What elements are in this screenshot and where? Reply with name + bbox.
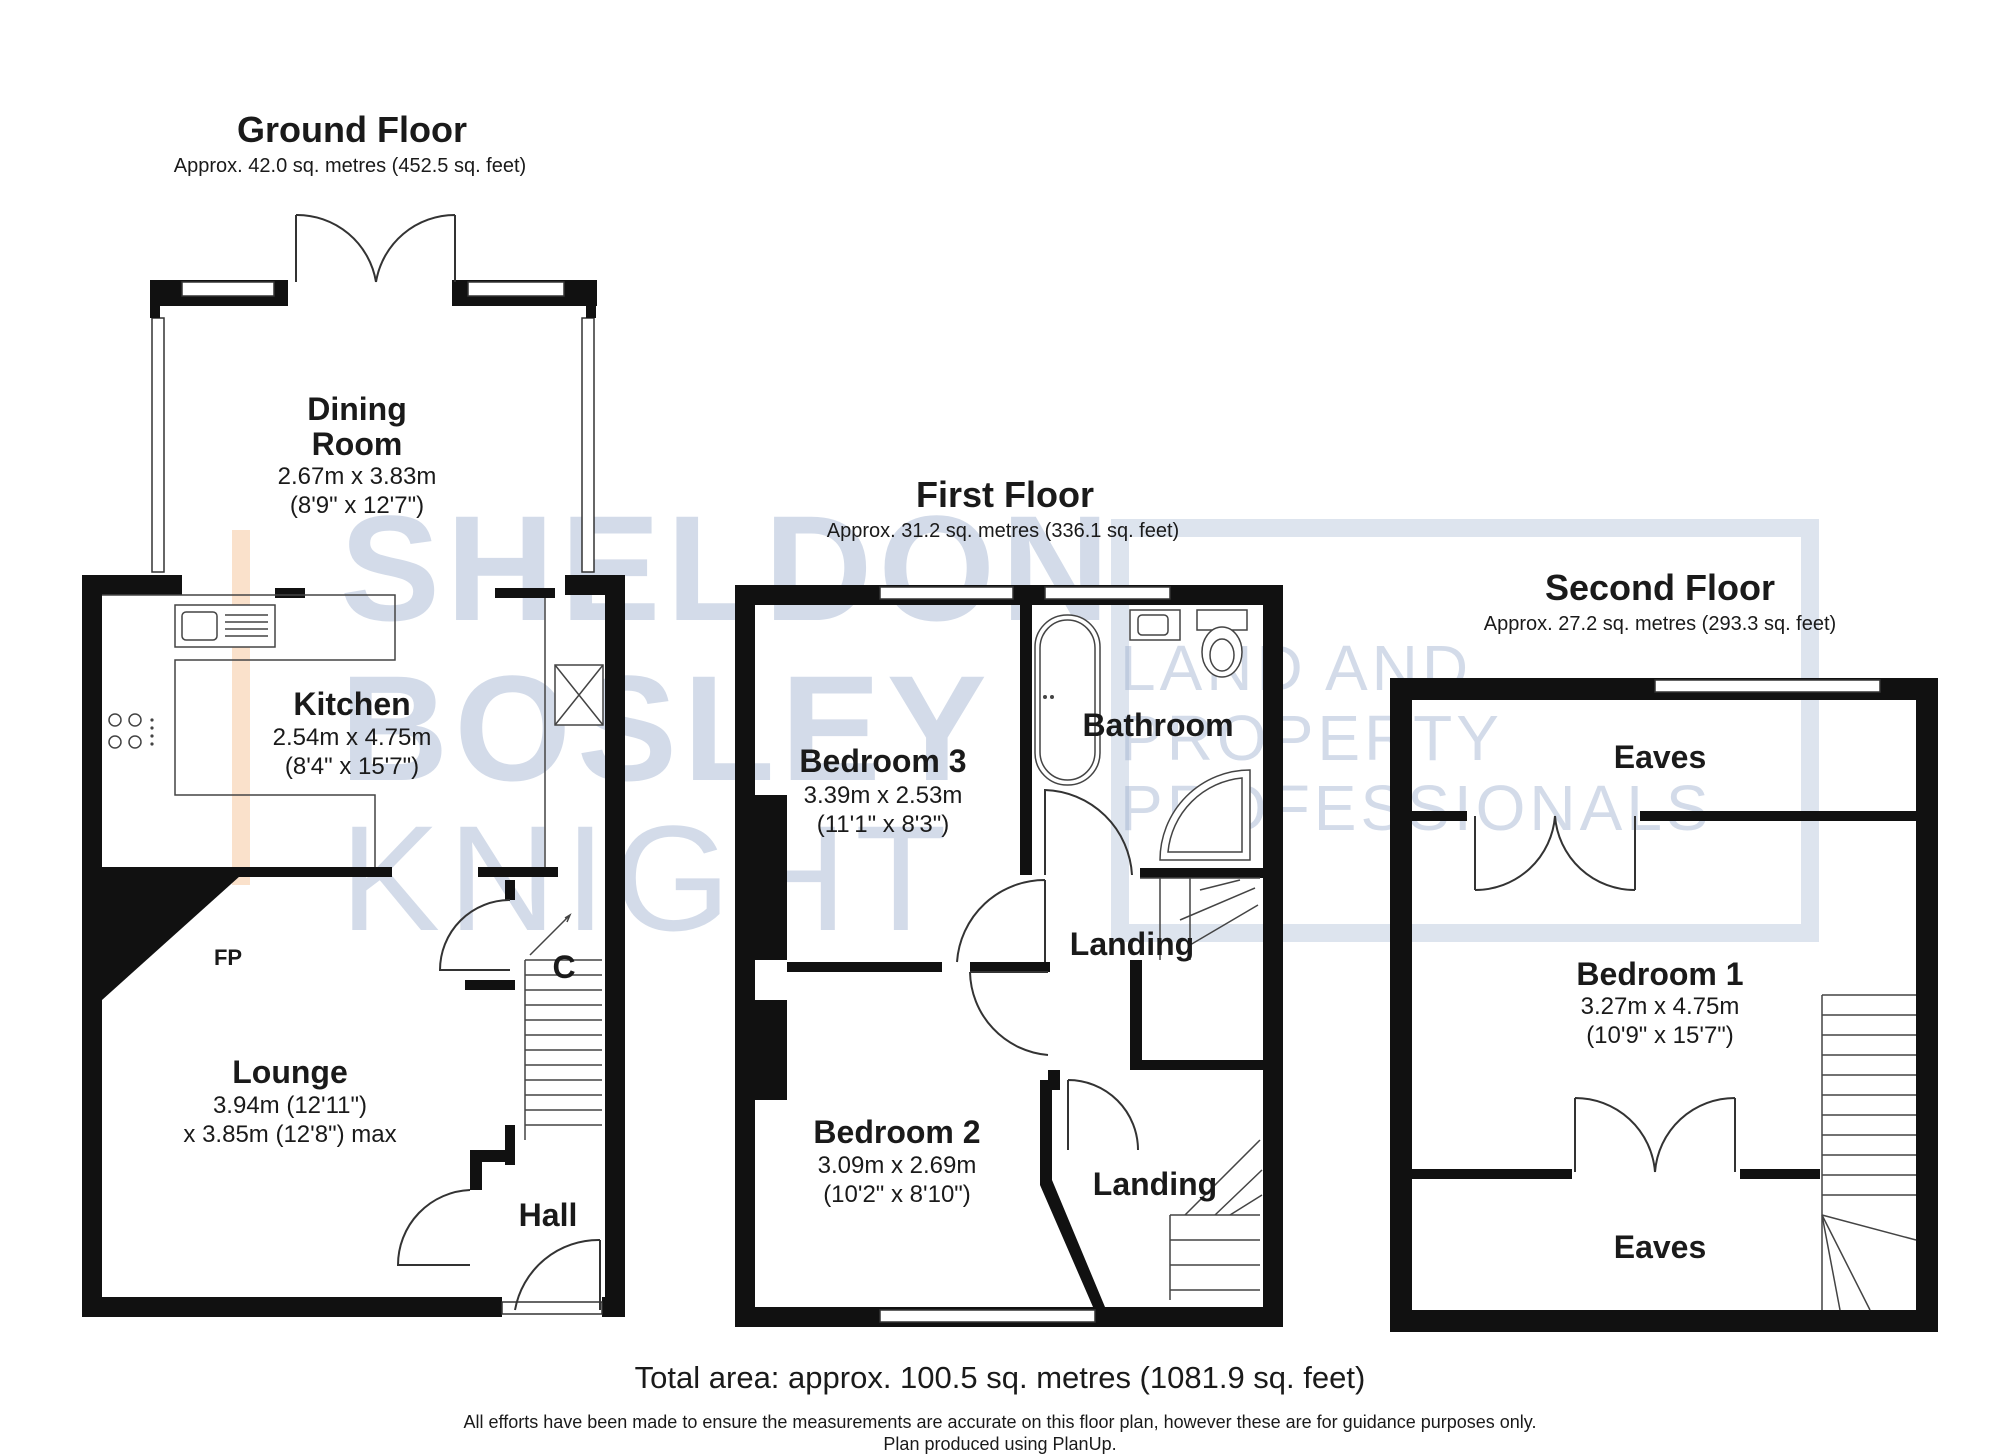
- footer: Total area: approx. 100.5 sq. metres (10…: [464, 1360, 1537, 1454]
- plan-credit: Plan produced using PlanUp.: [883, 1434, 1116, 1454]
- first-floor-area: Approx. 31.2 sq. metres (336.1 sq. feet): [827, 520, 1179, 542]
- bedroom1-dim-m: 3.27m x 4.75m: [1581, 993, 1740, 1020]
- bedroom2-door: [969, 971, 1049, 1056]
- bathroom-door: [1044, 788, 1133, 876]
- eaves-top-name: Eaves: [1614, 739, 1707, 775]
- dining-room-dim-m: 2.67m x 3.83m: [278, 463, 437, 490]
- ground-floor-doors: [396, 899, 602, 1311]
- lounge-dim-1: 3.94m (12'11"): [213, 1092, 367, 1119]
- ground-floor-walls: [82, 575, 625, 1317]
- upper-eaves-door-left: [1474, 815, 1556, 892]
- eaves-bottom-name: Eaves: [1614, 1229, 1707, 1265]
- lower-eaves-door-left: [1574, 1096, 1656, 1173]
- second-floor-title: Second Floor: [1545, 567, 1775, 608]
- first-floor-stairs: [1140, 877, 1263, 1300]
- disclaimer: All efforts have been made to ensure the…: [464, 1412, 1537, 1432]
- kitchen-name: Kitchen: [293, 686, 410, 722]
- dining-room-name-1: Dining: [307, 391, 407, 427]
- bathroom-name: Bathroom: [1082, 707, 1233, 743]
- front-door: [514, 1238, 601, 1311]
- watermark-frame: [1111, 519, 1819, 942]
- watermark-line-1: SHELDON: [340, 484, 1115, 652]
- ground-stairs: [524, 913, 602, 1140]
- lounge-dim-2: x 3.85m (12'8") max: [183, 1121, 396, 1148]
- bedroom2-dim-ft: (10'2" x 8'10"): [823, 1181, 971, 1208]
- second-floor: Second Floor Approx. 27.2 sq. metres (29…: [1390, 567, 1938, 1332]
- dining-room-dim-ft: (8'9" x 12'7"): [290, 492, 424, 519]
- bedroom3-dim-ft: (11'1" x 8'3"): [817, 811, 949, 838]
- dining-french-door-left: [295, 213, 377, 283]
- bedroom3-name: Bedroom 3: [799, 743, 966, 779]
- first-floor-doors: [956, 788, 1263, 1300]
- second-floor-area: Approx. 27.2 sq. metres (293.3 sq. feet): [1484, 613, 1836, 635]
- first-floor-walls: [735, 585, 1283, 1327]
- bedroom3-dim-m: 3.39m x 2.53m: [804, 782, 963, 809]
- landing-door: [1067, 1079, 1139, 1151]
- watermark-tag-2: PROPERTY: [1120, 702, 1503, 774]
- second-floor-doors: [1474, 815, 1917, 1311]
- hall-name: Hall: [519, 1197, 578, 1233]
- watermark-line-3: KNIGHT: [340, 794, 955, 962]
- upper-eaves-door-right: [1554, 815, 1636, 892]
- kitchen-dim-ft: (8'4" x 15'7"): [285, 753, 419, 780]
- first-floor-title: First Floor: [916, 474, 1094, 515]
- lower-eaves-door-right: [1654, 1096, 1736, 1173]
- total-area: Total area: approx. 100.5 sq. metres (10…: [635, 1360, 1366, 1395]
- landing-upper-name: Landing: [1070, 926, 1194, 962]
- shower-tray: [1159, 769, 1251, 861]
- cupboard-label: C: [552, 949, 575, 985]
- bathroom-fixtures: [1034, 609, 1251, 861]
- ground-floor: Ground Floor Approx. 42.0 sq. metres (45…: [82, 109, 625, 1317]
- second-floor-walls: [1390, 678, 1938, 1332]
- kitchen-fixtures: [102, 594, 604, 867]
- cupboard-door: [438, 899, 511, 971]
- dining-room-name-2: Room: [312, 426, 403, 462]
- bedroom2-dim-m: 3.09m x 2.69m: [818, 1152, 977, 1179]
- bedroom2-name: Bedroom 2: [813, 1114, 980, 1150]
- kitchen-hob: [108, 713, 154, 749]
- watermark-line-2: BOSLEY: [340, 644, 993, 812]
- bedroom1-dim-ft: (10'9" x 15'7"): [1586, 1022, 1734, 1049]
- watermark-accent-bar: [232, 530, 250, 885]
- kitchen-dim-m: 2.54m x 4.75m: [273, 724, 432, 751]
- second-floor-stairs: [1821, 994, 1917, 1311]
- landing-lower-name: Landing: [1093, 1166, 1217, 1202]
- lounge-door: [396, 1189, 471, 1266]
- first-floor: First Floor Approx. 31.2 sq. metres (336…: [735, 474, 1283, 1327]
- dining-room-walls: [150, 213, 597, 573]
- ground-floor-area: Approx. 42.0 sq. metres (452.5 sq. feet): [174, 155, 526, 177]
- bedroom1-name: Bedroom 1: [1576, 956, 1743, 992]
- fireplace-label: FP: [214, 945, 242, 970]
- dining-french-door-right: [375, 213, 456, 283]
- lounge-name: Lounge: [232, 1054, 348, 1090]
- watermark: SHELDON BOSLEY KNIGHT LAND AND PROPERTY …: [232, 484, 1819, 962]
- ground-floor-title: Ground Floor: [237, 109, 467, 150]
- bedroom3-door: [956, 878, 1046, 963]
